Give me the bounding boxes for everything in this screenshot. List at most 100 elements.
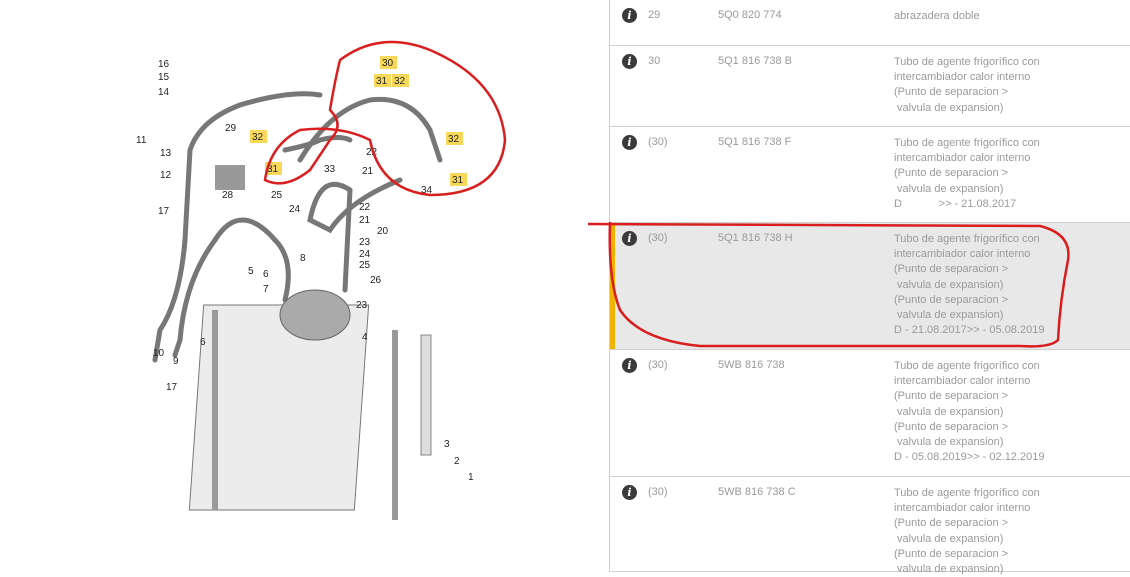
callout-label-21[interactable]: 21	[359, 215, 371, 226]
callout-label-16[interactable]: 16	[158, 59, 170, 70]
description-line: valvula de expansion)	[894, 278, 1004, 291]
description-line: Tubo de agente frigorífico con	[894, 487, 1040, 499]
description-line: (Punto de separacion >	[894, 167, 1009, 180]
compressor	[279, 289, 351, 341]
pipe	[152, 102, 243, 363]
info-icon[interactable]: i	[622, 54, 637, 69]
description-line: (Punto de separacion >	[894, 547, 1009, 560]
callout-label-33[interactable]: 33	[324, 164, 336, 175]
description-line: valvula de expansion)	[894, 563, 1004, 576]
callout-label-25[interactable]: 25	[359, 260, 371, 271]
callout-label-28[interactable]: 28	[222, 190, 234, 201]
callout-label-24[interactable]: 24	[359, 249, 371, 260]
description-line: (Punto de separacion >	[894, 293, 1009, 306]
callout-label-13[interactable]: 13	[160, 148, 172, 159]
description-line: valvula de expansion)	[894, 405, 1004, 418]
description-line: (Punto de separacion >	[894, 517, 1009, 530]
description-line: D - 21.08.2017>> - 05.08.2019	[894, 324, 1045, 337]
description-line: Tubo de agente frigorífico con	[894, 360, 1040, 372]
callout-label-15[interactable]: 15	[158, 72, 170, 83]
part-row[interactable]: i 29 5Q0 820 774 abrazadera doble	[610, 0, 1130, 46]
callout-label-34[interactable]: 34	[421, 185, 433, 196]
part-position: (30)	[648, 359, 668, 371]
part-position: (30)	[648, 232, 668, 244]
callout-label-3[interactable]: 3	[444, 439, 450, 450]
callout-label-17[interactable]: 17	[158, 206, 170, 217]
callout-label-32[interactable]: 32	[252, 132, 264, 143]
part-description: Tubo de agente frigorífico con intercambi…	[894, 232, 1044, 338]
callout-label-1[interactable]: 1	[468, 472, 474, 483]
callout-label-22[interactable]: 22	[359, 202, 371, 213]
info-icon[interactable]: i	[622, 8, 637, 23]
callout-label-5[interactable]: 5	[248, 266, 254, 277]
part-row[interactable]: i (30) 5WB 816 738 Tubo de agente frigor…	[610, 350, 1130, 477]
callout-label-6[interactable]: 6	[200, 337, 206, 348]
description-line: valvula de expansion)	[894, 436, 1004, 449]
callout-label-29[interactable]: 29	[225, 123, 237, 134]
info-icon[interactable]: i	[622, 231, 637, 246]
part-description: abrazadera doble	[894, 9, 980, 24]
callout-label-24[interactable]: 24	[289, 204, 301, 215]
callout-label-25[interactable]: 25	[271, 190, 283, 201]
callout-label-31[interactable]: 31	[376, 76, 388, 87]
callout-label-20[interactable]: 20	[377, 226, 389, 237]
dryer	[420, 334, 432, 456]
description-line: intercambiador calor interno	[894, 71, 1031, 84]
callout-label-31[interactable]: 31	[267, 164, 279, 175]
part-row[interactable]: i 30 5Q1 816 738 B Tubo de agente frigor…	[610, 46, 1130, 127]
callout-label-32[interactable]: 32	[448, 134, 460, 145]
description-line: Tubo de agente frigorífico con	[894, 56, 1040, 68]
callout-label-14[interactable]: 14	[158, 87, 170, 98]
description-line: (Punto de separacion >	[894, 86, 1009, 99]
description-line: (Punto de separacion >	[894, 390, 1009, 403]
callout-label-22[interactable]: 22	[366, 147, 378, 158]
part-row[interactable]: i (30) 5Q1 816 738 H Tubo de agente frig…	[610, 223, 1130, 350]
description-line: abrazadera doble	[894, 10, 980, 22]
part-number: 5Q1 816 738 F	[718, 136, 792, 148]
description-line: valvula de expansion)	[894, 182, 1004, 195]
part-row[interactable]: i (30) 5Q1 816 738 F Tubo de agente frig…	[610, 127, 1130, 223]
part-row[interactable]: i (30) 5WB 816 738 C Tubo de agente frig…	[610, 477, 1130, 575]
part-number: 5WB 816 738	[718, 359, 785, 371]
info-icon[interactable]: i	[622, 135, 637, 150]
part-number: 5WB 816 738 C	[718, 486, 796, 498]
callout-label-4[interactable]: 4	[362, 332, 368, 343]
callout-label-6[interactable]: 6	[263, 269, 269, 280]
callout-label-17[interactable]: 17	[166, 382, 178, 393]
part-position: (30)	[648, 486, 668, 498]
description-line: Tubo de agente frigorífico con	[894, 233, 1040, 245]
callout-label-30[interactable]: 30	[382, 58, 394, 69]
callout-label-31[interactable]: 31	[452, 175, 464, 186]
part-position: (30)	[648, 136, 668, 148]
description-line: valvula de expansion)	[894, 309, 1004, 322]
callout-label-26[interactable]: 26	[370, 275, 382, 286]
callout-label-7[interactable]: 7	[263, 284, 269, 295]
callout-label-9[interactable]: 9	[173, 356, 179, 367]
callout-label-11[interactable]: 11	[136, 135, 147, 146]
part-position: 29	[648, 9, 661, 21]
part-description: Tubo de agente frigorífico con intercambi…	[894, 55, 1040, 116]
callout-label-12[interactable]: 12	[160, 170, 172, 181]
description-line: D - 05.08.2019>> - 02.12.2019	[894, 451, 1045, 464]
callout-label-8[interactable]: 8	[300, 253, 306, 264]
callout-label-23[interactable]: 23	[356, 300, 368, 311]
description-line: (Punto de separacion >	[894, 420, 1009, 433]
description-line: (Punto de separacion >	[894, 263, 1009, 276]
description-line: D >> - 21.08.2017	[894, 197, 1017, 210]
info-icon[interactable]: i	[622, 485, 637, 500]
info-icon[interactable]: i	[622, 358, 637, 373]
bracket	[215, 165, 245, 190]
callout-label-23[interactable]: 23	[359, 237, 371, 248]
callout-highlight	[250, 130, 267, 143]
description-line: valvula de expansion)	[894, 101, 1004, 114]
part-number: 5Q1 816 738 B	[718, 55, 793, 67]
callout-label-10[interactable]: 10	[153, 348, 165, 359]
callout-label-21[interactable]: 21	[362, 166, 374, 177]
callout-label-32[interactable]: 32	[394, 76, 406, 87]
callout-label-2[interactable]: 2	[454, 456, 460, 467]
description-line: intercambiador calor interno	[894, 248, 1031, 261]
